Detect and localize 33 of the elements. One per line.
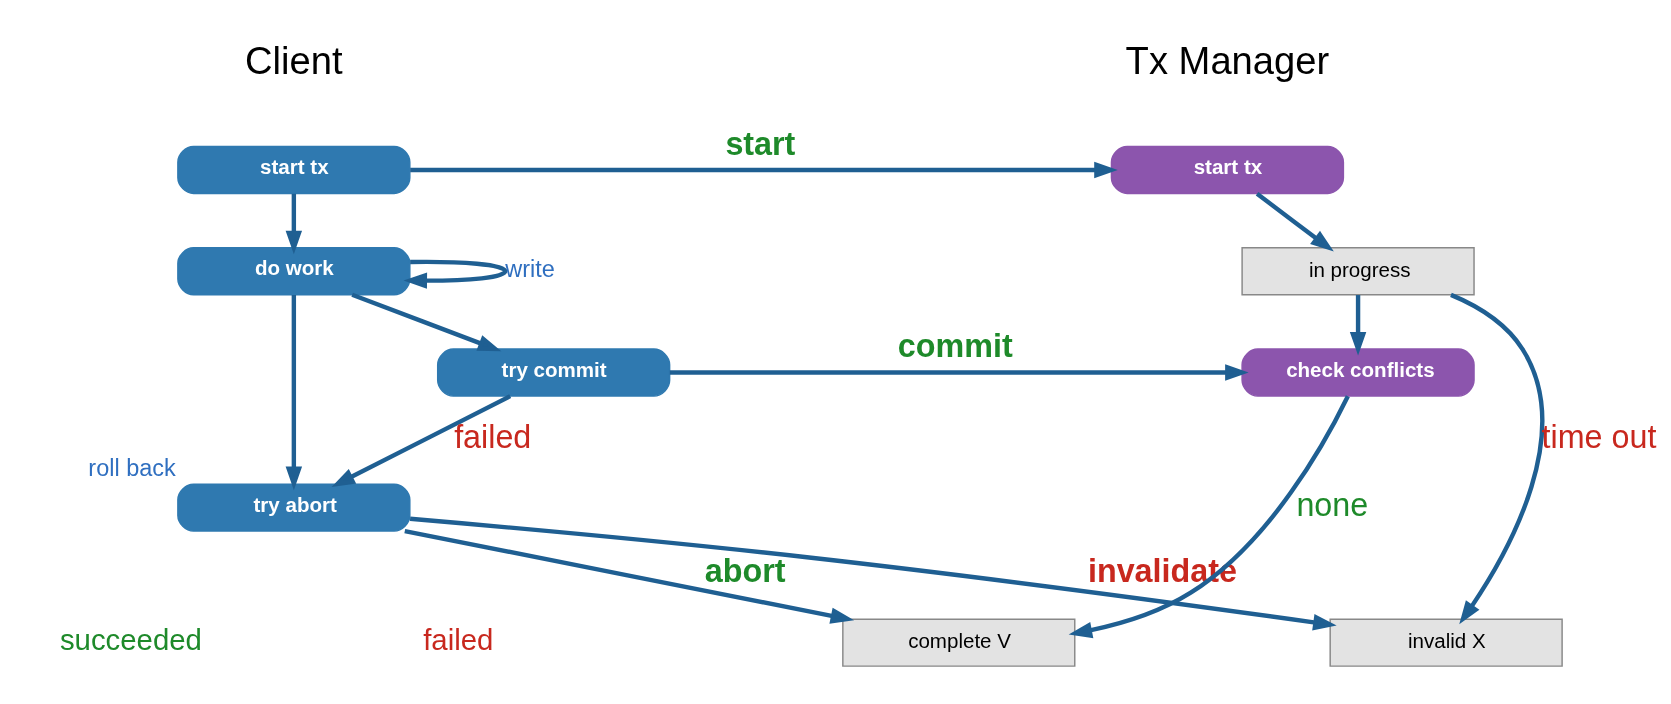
node-box: try commit [436,348,671,397]
edge-label: failed [454,419,532,456]
arrow [410,161,1118,179]
arrow [351,292,502,352]
arrow [403,259,508,289]
node-box: start tx [1110,145,1345,195]
label: failed [423,622,494,656]
edge-label: start [725,125,796,162]
label: Client [245,39,343,83]
arrow [285,193,303,255]
arrow [669,364,1249,381]
node-label: roll back [88,455,176,482]
node-box: start tx [177,145,411,195]
edge-label: commit [897,328,1013,365]
node-box: do work [177,247,411,296]
label: Tx Manager [1125,39,1330,83]
arrow [404,528,855,624]
node-box: in progress [1241,247,1475,296]
edge-label: write [505,255,555,282]
node-box: check conflicts [1241,348,1475,397]
arrow [1349,295,1367,356]
node-box: try abort [177,483,411,532]
edge-label: none [1296,486,1369,523]
arrow [331,394,512,487]
edge-label: abort [704,552,786,589]
arrow [285,295,303,491]
arrow [1450,292,1545,625]
node-box: invalid X [1329,618,1563,667]
arrow [1068,395,1350,639]
node-box: complete V [842,618,1076,667]
label: succeeded [59,622,202,656]
arrow [409,516,1337,631]
arrow [1255,192,1334,252]
